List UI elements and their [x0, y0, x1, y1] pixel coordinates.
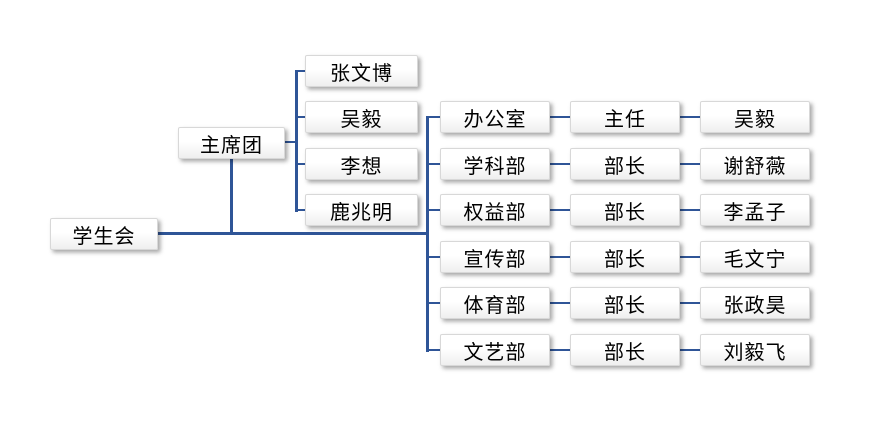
node-person[interactable]: 张政昊 [700, 287, 810, 319]
node-department[interactable]: 文艺部 [440, 334, 550, 366]
node-student-union[interactable]: 学生会 [50, 218, 158, 250]
node-title[interactable]: 部长 [570, 148, 680, 180]
connector-root-main-horizontal [158, 232, 428, 235]
node-title[interactable]: 部长 [570, 241, 680, 273]
node-person[interactable]: 毛文宁 [700, 241, 810, 273]
connector-title-person [680, 209, 700, 211]
connector-department-stub [428, 209, 441, 211]
node-title[interactable]: 部长 [570, 334, 680, 366]
node-title[interactable]: 主任 [570, 101, 680, 133]
connector-title-person [680, 163, 700, 165]
node-presidium-member[interactable]: 吴毅 [305, 101, 418, 133]
node-person[interactable]: 吴毅 [700, 101, 810, 133]
connector-department-stub [428, 302, 441, 304]
node-person[interactable]: 李孟子 [700, 194, 810, 226]
node-department[interactable]: 宣传部 [440, 241, 550, 273]
node-department[interactable]: 体育部 [440, 287, 550, 319]
connector-department-stub [428, 116, 441, 118]
connector-dept-title [550, 163, 570, 165]
connector-members-trunk [295, 70, 298, 212]
node-person[interactable]: 谢舒薇 [700, 148, 810, 180]
connector-dept-title [550, 349, 570, 351]
node-department[interactable]: 学科部 [440, 148, 550, 180]
connector-dept-title [550, 302, 570, 304]
connector-member-stub [297, 209, 306, 211]
connector-dept-title [550, 209, 570, 211]
connector-dept-title [550, 256, 570, 258]
connector-member-stub [297, 70, 306, 72]
node-person[interactable]: 刘毅飞 [700, 334, 810, 366]
node-department[interactable]: 权益部 [440, 194, 550, 226]
connector-title-person [680, 116, 700, 118]
connector-title-person [680, 256, 700, 258]
node-title[interactable]: 部长 [570, 194, 680, 226]
connector-dept-title [550, 116, 570, 118]
connector-member-stub [297, 163, 306, 165]
connector-presidium-vertical [230, 158, 233, 235]
connector-presidium-members-stub [285, 141, 297, 143]
node-title[interactable]: 部长 [570, 287, 680, 319]
node-department[interactable]: 办公室 [440, 101, 550, 133]
connector-member-stub [297, 116, 306, 118]
connector-title-person [680, 302, 700, 304]
node-presidium-member[interactable]: 李想 [305, 148, 418, 180]
connector-title-person [680, 349, 700, 351]
connector-departments-trunk [426, 116, 429, 352]
node-presidium-member[interactable]: 张文博 [305, 55, 418, 87]
connector-department-stub [428, 163, 441, 165]
node-presidium[interactable]: 主席团 [178, 127, 285, 159]
connector-department-stub [428, 256, 441, 258]
connector-department-stub [428, 349, 441, 351]
node-presidium-member[interactable]: 鹿兆明 [305, 194, 418, 226]
